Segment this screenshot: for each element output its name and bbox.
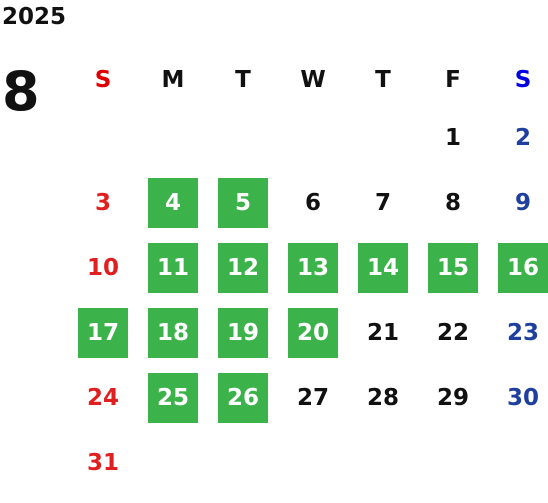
calendar-day[interactable]: 26 [218, 372, 268, 423]
calendar-cell: 13 [278, 235, 348, 300]
weekday-header-tue: T [235, 67, 251, 93]
calendar-day[interactable]: 27 [296, 384, 329, 411]
calendar-day[interactable]: 12 [218, 242, 268, 293]
calendar-day[interactable]: 10 [86, 254, 119, 281]
calendar-day[interactable]: 20 [288, 307, 338, 358]
calendar-cell: 15 [418, 235, 488, 300]
calendar-cell: 4 [138, 170, 208, 235]
calendar-cell [418, 430, 488, 495]
calendar-day[interactable]: 21 [366, 319, 399, 346]
calendar-cell [488, 430, 548, 495]
calendar-cell [208, 105, 278, 170]
calendar-cell [348, 430, 418, 495]
calendar-day[interactable]: 7 [374, 189, 391, 216]
calendar-day[interactable]: 13 [288, 242, 338, 293]
calendar-cell: 8 [418, 170, 488, 235]
calendar-year: 2025 [2, 4, 67, 30]
calendar-day[interactable]: 8 [444, 189, 461, 216]
calendar-cell: 6 [278, 170, 348, 235]
calendar-cell [348, 105, 418, 170]
calendar-cell: 26 [208, 365, 278, 430]
calendar-cell [138, 105, 208, 170]
calendar-cell: 3 [68, 170, 138, 235]
calendar-day[interactable]: 28 [366, 384, 399, 411]
calendar-cell: 9 [488, 170, 548, 235]
calendar-day[interactable]: 31 [86, 449, 119, 476]
calendar-cell [68, 105, 138, 170]
weekday-header-sat: S [514, 67, 532, 93]
calendar-grid: S M T W T F S 1 2 3 4 5 6 7 8 9 10 11 12… [68, 55, 548, 495]
calendar-day[interactable]: 24 [86, 384, 119, 411]
calendar-day [78, 113, 128, 163]
calendar-cell: 7 [348, 170, 418, 235]
calendar-day[interactable]: 9 [514, 189, 531, 216]
calendar-cell: 25 [138, 365, 208, 430]
calendar-cell [278, 105, 348, 170]
weekday-header-sun: S [94, 67, 112, 93]
calendar-day[interactable]: 5 [218, 177, 268, 228]
calendar-day[interactable]: 22 [436, 319, 469, 346]
calendar-day [148, 438, 198, 488]
weekday-header-fri: F [445, 67, 461, 93]
calendar-day [218, 438, 268, 488]
calendar-day [428, 438, 478, 488]
calendar-cell: 20 [278, 300, 348, 365]
calendar-cell [208, 430, 278, 495]
calendar-day[interactable]: 6 [304, 189, 321, 216]
calendar-cell: 30 [488, 365, 548, 430]
calendar-day[interactable]: 3 [94, 189, 111, 216]
calendar-cell: 16 [488, 235, 548, 300]
calendar-cell: 24 [68, 365, 138, 430]
calendar-day[interactable]: 2 [514, 124, 531, 151]
calendar-day[interactable]: 1 [444, 124, 461, 151]
calendar-cell: 2 [488, 105, 548, 170]
calendar-cell: 29 [418, 365, 488, 430]
calendar-day[interactable]: 30 [506, 384, 539, 411]
weekday-header-thu: T [375, 67, 391, 93]
calendar-cell: 18 [138, 300, 208, 365]
calendar-cell: 17 [68, 300, 138, 365]
calendar-day [218, 113, 268, 163]
calendar-cell [278, 430, 348, 495]
calendar-day[interactable]: 11 [148, 242, 198, 293]
calendar-cell: 11 [138, 235, 208, 300]
calendar-day[interactable]: 16 [498, 242, 548, 293]
calendar-day[interactable]: 14 [358, 242, 408, 293]
calendar-day[interactable]: 29 [436, 384, 469, 411]
calendar-cell: 23 [488, 300, 548, 365]
weekday-header-mon: M [161, 67, 185, 93]
weekday-header-wed: W [300, 67, 326, 93]
calendar-day[interactable]: 19 [218, 307, 268, 358]
calendar-cell: 19 [208, 300, 278, 365]
calendar-day [358, 438, 408, 488]
calendar-day[interactable]: 4 [148, 177, 198, 228]
calendar-cell: 28 [348, 365, 418, 430]
calendar-cell: 1 [418, 105, 488, 170]
calendar-cell: 5 [208, 170, 278, 235]
calendar-day[interactable]: 23 [506, 319, 539, 346]
calendar-cell: 27 [278, 365, 348, 430]
calendar-day [288, 438, 338, 488]
calendar-day[interactable]: 25 [148, 372, 198, 423]
calendar-cell: 14 [348, 235, 418, 300]
calendar-day [358, 113, 408, 163]
calendar-cell: 21 [348, 300, 418, 365]
calendar-day [288, 113, 338, 163]
calendar-day[interactable]: 15 [428, 242, 478, 293]
calendar-cell: 31 [68, 430, 138, 495]
calendar-month: 8 [2, 60, 40, 123]
calendar-day[interactable]: 17 [78, 307, 128, 358]
calendar-cell: 22 [418, 300, 488, 365]
calendar-day [148, 113, 198, 163]
calendar-cell [138, 430, 208, 495]
calendar-day [498, 438, 548, 488]
calendar-cell: 12 [208, 235, 278, 300]
calendar-cell: 10 [68, 235, 138, 300]
calendar-day[interactable]: 18 [148, 307, 198, 358]
